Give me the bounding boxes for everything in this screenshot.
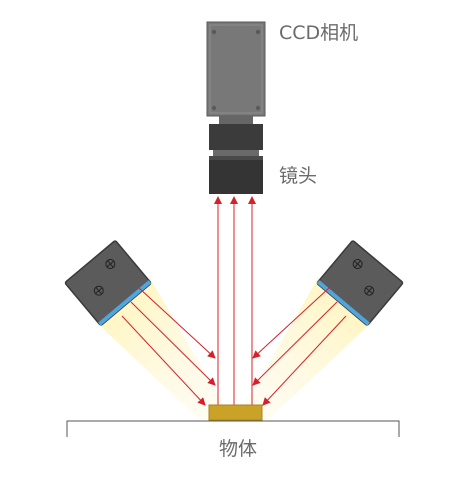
- left-light-beam: [96, 278, 232, 420]
- right-light-beam: [236, 278, 372, 420]
- object-label: 物体: [219, 438, 258, 460]
- ccd-camera: [206, 21, 266, 124]
- crosshair-screw-icon: [352, 259, 363, 270]
- right-incident-rays: [252, 287, 347, 406]
- left-light-source: [64, 240, 152, 326]
- camera-label: CCD相机: [279, 22, 359, 44]
- arrow-icon: [252, 287, 330, 359]
- object-sample: [208, 404, 263, 421]
- arrow-icon: [262, 315, 347, 406]
- camera-screw-icon: [255, 29, 261, 35]
- camera-screw-icon: [211, 105, 217, 111]
- lens-label: 镜头: [279, 165, 318, 187]
- crosshair-screw-icon: [105, 259, 116, 270]
- crosshair-screw-icon: [364, 285, 375, 296]
- reflected-rays: [214, 196, 256, 405]
- left-incident-rays: [121, 287, 216, 406]
- lens: [209, 124, 263, 194]
- arrow-icon: [252, 301, 338, 386]
- crosshair-screw-icon: [93, 285, 104, 296]
- arrow-icon: [121, 315, 206, 406]
- camera-screw-icon: [255, 105, 261, 111]
- arrow-icon: [138, 287, 216, 359]
- camera-screw-icon: [211, 29, 217, 35]
- right-light-source: [316, 240, 404, 326]
- arrow-icon: [130, 301, 216, 386]
- object-stage-baseline: [66, 420, 400, 437]
